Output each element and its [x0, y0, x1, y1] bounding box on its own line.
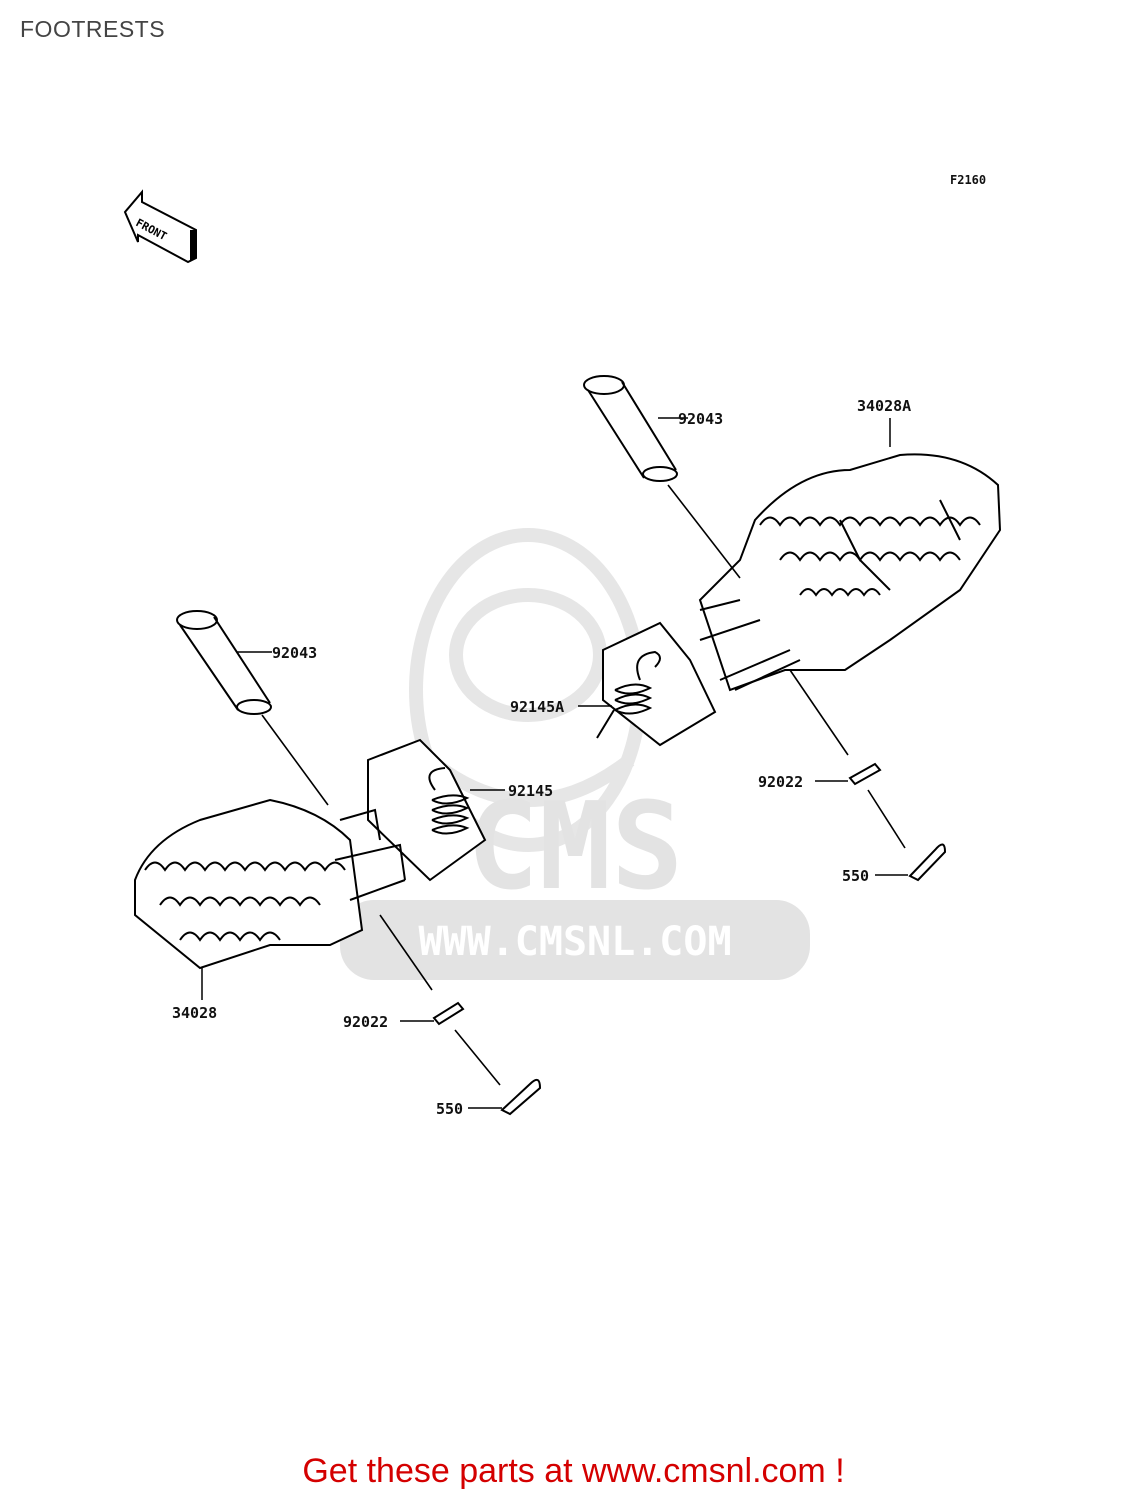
cotter-pin-92022-right — [848, 762, 882, 786]
pin-92043-right — [583, 375, 678, 482]
watermark-brand: CMS — [467, 778, 684, 917]
part-label-92022-right: 92022 — [758, 773, 803, 791]
footrest-34028a — [698, 453, 1002, 692]
part-label-550-right: 550 — [842, 867, 869, 885]
leader-lines — [201, 417, 908, 1109]
cotter-pin-92022-left — [432, 1001, 465, 1026]
clip-550-right — [908, 843, 947, 882]
part-label-34028: 34028 — [172, 1004, 217, 1022]
watermark-url: WWW.CMSNL.COM — [418, 919, 731, 965]
figure-ref: F2160 — [950, 173, 986, 187]
assembly-lines — [261, 484, 906, 1086]
part-label-92043-left: 92043 — [272, 644, 317, 662]
page-title: FOOTRESTS — [20, 16, 166, 42]
clip-550-left — [500, 1078, 542, 1116]
part-label-92022-left: 92022 — [343, 1013, 388, 1031]
watermark: CMS WWW.CMSNL.COM — [340, 528, 810, 980]
spring-92145a — [596, 621, 717, 747]
front-arrow-icon: FRONT — [123, 189, 197, 264]
part-label-550-left: 550 — [436, 1100, 463, 1118]
pin-92043-left — [176, 610, 272, 715]
part-label-34028a: 34028A — [857, 397, 911, 415]
part-label-92145a: 92145A — [510, 698, 564, 716]
footrest-34028 — [134, 798, 406, 970]
part-label-92145: 92145 — [508, 782, 553, 800]
footer-link[interactable]: Get these parts at www.cmsnl.com ! — [302, 1452, 845, 1490]
part-label-92043-right: 92043 — [678, 410, 723, 428]
